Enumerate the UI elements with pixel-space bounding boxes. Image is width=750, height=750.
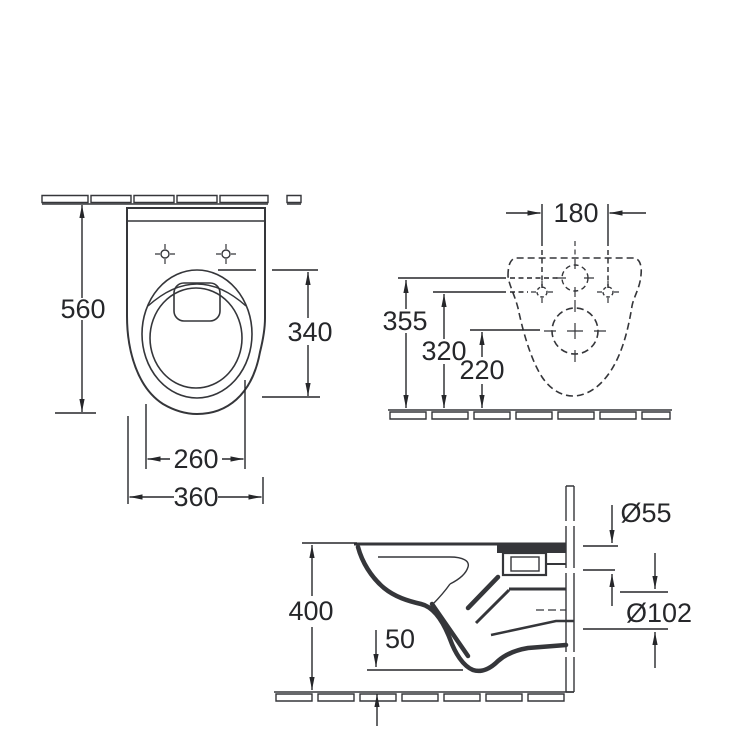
dim-180: 180: [506, 198, 646, 288]
fixing-hole-left: [536, 286, 548, 298]
drain-diagonal: [474, 588, 511, 625]
dim-label-360: 360: [173, 482, 218, 512]
flush-channel-diagonal: [465, 574, 501, 611]
fixing-hole-right: [602, 286, 614, 298]
dim-label-355: 355: [382, 306, 427, 336]
dim-label-outlet-diameter: Ø102: [626, 598, 692, 628]
seat-hole-left-icon: [160, 249, 170, 259]
trap-back-wall: [429, 601, 471, 659]
bowl-outline: [149, 287, 243, 389]
outlet-centerline-ticks: [544, 300, 606, 362]
wall-section: [565, 485, 575, 693]
rim-inner-line: [378, 556, 470, 585]
dim-355: 355: [382, 277, 560, 408]
dim-260: 260: [145, 380, 246, 474]
top-view: 560 340 260 360: [41, 194, 333, 512]
dim-label-220: 220: [459, 355, 504, 385]
dim-label-50: 50: [385, 624, 415, 654]
toilet-body-outline: [126, 207, 266, 416]
ext-line: [583, 545, 618, 571]
dim-50: 50: [367, 624, 463, 726]
ext-line: [218, 269, 320, 398]
inlet-hole-cross-ticks: [556, 259, 594, 297]
ext-line: [127, 416, 264, 504]
ext-line: [145, 380, 246, 469]
floor-hatch-tiles: [275, 693, 565, 702]
ext-line: [541, 204, 609, 246]
dim-label-inlet-diameter: Ø55: [620, 498, 671, 528]
dim-220: 220: [459, 329, 540, 408]
flush-outlet: [173, 282, 221, 322]
dim-outlet-diameter: Ø102: [583, 553, 692, 668]
dim-400: 400: [288, 542, 357, 690]
dim-label-260: 260: [173, 444, 218, 474]
seat-hole-cross-ticks: [155, 244, 236, 264]
seat-ring-outline: [141, 269, 253, 399]
inlet-socket-inner: [510, 556, 540, 572]
rear-view: 180 355 320 220: [382, 198, 672, 420]
dim-label-320: 320: [421, 336, 466, 366]
floor-hatch-tiles: [389, 411, 671, 420]
rear-silhouette: [507, 257, 643, 397]
dim-label-400: 400: [288, 596, 333, 626]
dim-inlet-diameter: Ø55: [583, 498, 672, 606]
dim-label-180: 180: [553, 198, 598, 228]
toilet-front-outline: [355, 544, 569, 674]
dim-360: 360: [127, 416, 264, 512]
side-view: 400 50 Ø55 Ø102: [274, 485, 692, 726]
flush-channel-top: [497, 544, 566, 553]
bowl-inner-line: [431, 583, 451, 606]
fixing-hole-cross-ticks: [531, 281, 619, 303]
wall-hatch-tiles: [41, 194, 302, 204]
dim-320: 320: [421, 291, 528, 408]
dim-label-340: 340: [287, 317, 332, 347]
ext-line-dashed: [541, 250, 609, 288]
seat-hole-right-icon: [221, 249, 231, 259]
ext-line: [583, 591, 668, 630]
dim-340: 340: [218, 269, 333, 398]
dim-560: 560: [55, 205, 106, 414]
dim-label-560: 560: [60, 294, 105, 324]
seat-ring-top-arc: [147, 283, 247, 307]
drain-bottom-line: [490, 619, 574, 637]
